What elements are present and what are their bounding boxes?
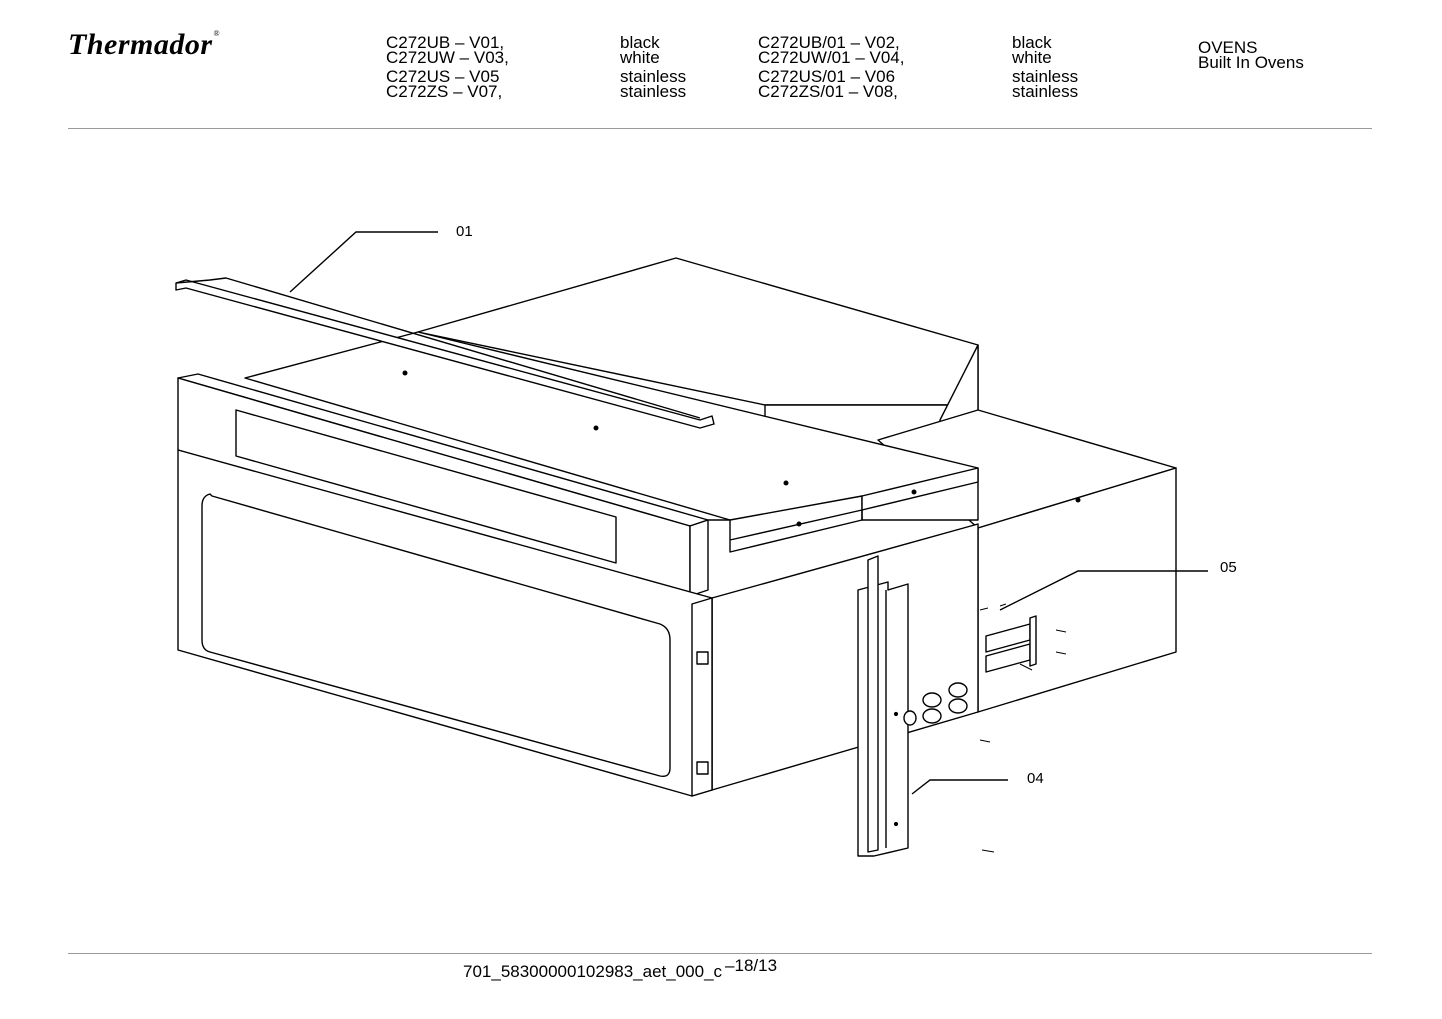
category-block: OVENS Built In Ovens bbox=[1198, 38, 1304, 72]
screw-bracket-1 bbox=[893, 711, 899, 717]
model-finish-3: stainless bbox=[620, 82, 687, 101]
screw-top-5 bbox=[1075, 497, 1081, 503]
model-finish-4: black bbox=[1012, 33, 1052, 52]
brand-registered-mark: ® bbox=[213, 29, 221, 38]
vent-hole-3 bbox=[922, 708, 942, 724]
screw-05-b bbox=[1055, 629, 1067, 655]
control-panel-side bbox=[689, 519, 709, 597]
screw-top-6 bbox=[796, 521, 802, 527]
hinge-upper bbox=[696, 651, 709, 665]
subcategory-title: Built In Ovens bbox=[1198, 53, 1304, 72]
page-number: –18/13 bbox=[725, 956, 778, 975]
footer: 701_58300000102983_aet_000_c–18/13 bbox=[463, 956, 777, 982]
model-finish-6: stainless bbox=[1012, 67, 1079, 86]
category-title: OVENS bbox=[1198, 38, 1258, 57]
part-01-trim-lip bbox=[175, 277, 701, 419]
model-code-3: C272ZS – V07, bbox=[386, 82, 503, 101]
oven-body-side bbox=[711, 523, 979, 791]
brand-name: Thermador bbox=[68, 28, 213, 61]
model-code-7: C272ZS/01 – V08, bbox=[758, 82, 898, 101]
leader-line-05 bbox=[999, 570, 1208, 611]
oven-top-front-lip bbox=[708, 509, 863, 553]
part-01-trim-strip bbox=[175, 279, 715, 429]
leader-line-04 bbox=[911, 779, 1008, 795]
screw-top-4 bbox=[911, 489, 917, 495]
screw-05-a bbox=[979, 603, 1007, 611]
oven-top-plate bbox=[244, 331, 979, 521]
callout-05: 05 bbox=[1220, 559, 1237, 576]
screw-05-c bbox=[1019, 663, 1033, 671]
screw-bracket-2 bbox=[893, 821, 899, 827]
screw-04-a bbox=[979, 739, 991, 743]
oven-door-glass bbox=[201, 493, 671, 778]
footer-divider bbox=[68, 953, 1372, 954]
model-code-1: C272UW – V03, bbox=[386, 48, 509, 67]
document-id: 701_58300000102983_aet_000_c bbox=[463, 962, 723, 981]
model-code-0: C272UB – V01, bbox=[386, 33, 505, 52]
display-window bbox=[235, 409, 617, 564]
model-finish-2: stainless bbox=[620, 67, 687, 86]
part-04-bracket bbox=[857, 581, 909, 857]
vent-hole-5 bbox=[903, 710, 917, 726]
model-code-6: C272US/01 – V06 bbox=[758, 67, 896, 86]
callout-04: 04 bbox=[1027, 770, 1044, 787]
vent-hole-4 bbox=[948, 698, 968, 714]
part-05-bracket-edge bbox=[1029, 615, 1037, 667]
screw-04-b bbox=[981, 849, 995, 853]
model-finish-5: white bbox=[1012, 48, 1052, 67]
vent-hole-1 bbox=[922, 692, 942, 708]
screw-top-2 bbox=[593, 425, 599, 431]
model-finish-7: stainless bbox=[1012, 82, 1079, 101]
door-side-edge bbox=[691, 597, 713, 797]
part-04-bracket-flange bbox=[867, 555, 879, 853]
leader-line-01 bbox=[289, 231, 438, 293]
brand-logo: Thermador® bbox=[68, 30, 220, 60]
model-code-2: C272US – V05 bbox=[386, 67, 500, 86]
hinge-lower bbox=[696, 761, 709, 775]
screw-top-1 bbox=[402, 370, 408, 376]
model-code-4: C272UB/01 – V02, bbox=[758, 33, 900, 52]
oven-top-rear-edge bbox=[861, 467, 979, 511]
callout-01: 01 bbox=[456, 223, 473, 240]
vent-hole-2 bbox=[948, 682, 968, 698]
header-divider bbox=[68, 128, 1372, 129]
model-code-5: C272UW/01 – V04, bbox=[758, 48, 905, 67]
model-finish-0: black bbox=[620, 33, 660, 52]
screw-top-3 bbox=[783, 480, 789, 486]
model-finish-1: white bbox=[620, 48, 660, 67]
